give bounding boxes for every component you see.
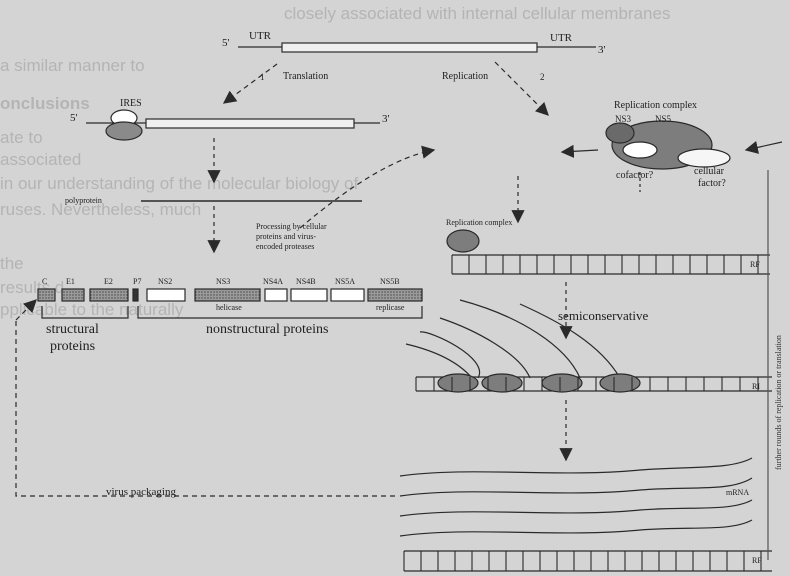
label-p7: P7 [133,277,141,286]
label-ns5b: NS5B [380,277,400,286]
step-number-1: 1 [260,72,265,82]
processing-note-line1: Processing by cellular [256,222,327,231]
label-c: C [42,277,47,286]
protein-c [38,289,55,301]
ires-label: IRES [120,98,142,109]
rf-label-top: RF [750,260,760,269]
protein-ns3 [195,289,260,301]
rc-ns3-label: NS3 [615,114,631,124]
protein-ns2 [147,289,185,301]
rc-ns5-label: NS5 [655,114,671,124]
top-utr-right: UTR [550,32,572,44]
mrna-strand [400,500,752,516]
polyprotein-label: polyprotein [65,196,102,205]
top-three-prime: 3' [598,44,605,56]
ires-coding-region [146,119,354,128]
structural-label-line2: proteins [50,339,95,355]
top-five-prime: 5' [222,37,229,49]
protein-ns4b [291,289,327,301]
label-ns4b: NS4B [296,277,316,286]
protein-p7 [133,289,138,301]
mrna-strand [400,478,752,496]
label-ns4a: NS4A [263,277,283,286]
rf-ladder-bottom [404,551,772,571]
top-utr-left: UTR [249,30,271,42]
cellular-factor-line2: factor? [698,178,726,189]
rf-label-bottom: RF [752,556,762,565]
label-replicase: replicase [376,303,404,312]
protein-e1 [62,289,84,301]
label-ns3: NS3 [216,277,230,286]
ires-three-prime: 3' [382,113,389,125]
protein-ns5b [368,289,422,301]
replication-complex-small [447,230,479,252]
structural-label-line1: structural [46,322,99,338]
step-number-2: 2 [540,72,545,82]
cofactor-label: cofactor? [616,170,653,181]
protein-ns4a [265,289,287,301]
translation-arrow [224,64,277,103]
side-note-vertical: further rounds of replication or transla… [774,335,783,470]
mrna-label: mRNA [726,488,749,497]
replication-arrow [495,62,548,115]
replication-complex-small-label: Replication complex [446,218,512,227]
nonstructural-label: nonstructural proteins [206,322,328,338]
structural-bracket [42,306,128,318]
semiconservative-label: semiconservative [558,308,648,324]
label-e1: E1 [66,277,75,286]
replication-complex-title: Replication complex [614,100,697,111]
genome-coding-region [282,43,537,52]
protein-e2 [90,289,128,301]
mrna-strand [400,520,752,536]
ires-five-prime: 5' [70,112,77,124]
label-e2: E2 [104,277,113,286]
label-ns5a: NS5A [335,277,355,286]
processing-note-line2: proteins and virus- [256,232,316,241]
virus-packaging-label: virus packaging [106,486,176,498]
cellular-factor-line1: cellular [694,166,724,177]
rf-ladder-top [452,255,770,274]
translation-label: Translation [283,71,328,82]
ri-label: RI [752,382,760,391]
label-helicase: helicase [216,303,242,312]
protein-ns5a [331,289,364,301]
ribosome-large [106,122,142,140]
label-ns2: NS2 [158,277,172,286]
processing-note-line3: encoded proteases [256,242,314,251]
replication-label: Replication [442,71,488,82]
mrna-strand [400,458,752,476]
